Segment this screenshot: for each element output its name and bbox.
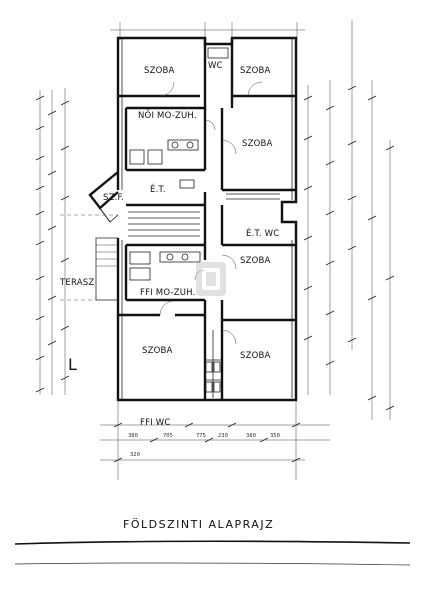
room-label-szoba-right-lower: SZOBA [240,256,271,266]
dim-bottom-5: 350 [270,433,280,439]
interior-walls [118,38,296,400]
room-label-et: É.T. [150,183,166,195]
top-dimension-chain [110,20,353,80]
dim-bottom-6: 320 [130,452,140,458]
dim-bottom-4: 380 [246,433,256,439]
room-label-terasz: TERASZ [59,278,94,288]
right-dimension-chain [303,80,395,420]
room-label-szoba-top-right: SZOBA [240,66,271,76]
door-swings [159,81,263,345]
room-labels: SZOBA WC SZOBA NŐI MO-ZUH. SZOBA É.T. SZ… [59,61,279,428]
stairs-and-terrace [60,171,280,301]
room-label-szoba-bottom-right: SZOBA [240,351,271,361]
room-label-szf: SZ.F. [103,193,124,203]
left-dimension-chain [35,88,70,395]
room-label-wc-top: WC [208,61,223,71]
dim-bottom-3: 230 [218,433,228,439]
room-label-ffi-mo-zuh: FFI MO-ZUH. [140,288,196,298]
title-underline-lower [14,562,411,566]
dim-bottom-1: 705 [163,433,173,439]
room-label-ffi-wc: FFI WC [140,418,171,428]
sanitary-fixtures [129,47,229,393]
title-underline [14,540,411,545]
room-label-szoba-top-left: SZOBA [144,66,175,76]
bottom-dimension-chain: 380 705 775 230 380 350 320 [100,400,330,480]
dim-bottom-2: 775 [196,433,206,439]
corner-mark: L [68,355,77,374]
room-label-noi-mo-zuh: NŐI MO-ZUH. [138,110,197,121]
room-label-etwc: É.T. WC [246,227,279,239]
logo-watermark [196,262,226,296]
room-label-szoba-mid-right: SZOBA [242,139,273,149]
room-label-szoba-bottom-left: SZOBA [142,346,173,356]
plan-title: FÖLDSZINTI ALAPRAJZ [123,518,274,531]
dim-bottom-0: 380 [128,433,138,439]
